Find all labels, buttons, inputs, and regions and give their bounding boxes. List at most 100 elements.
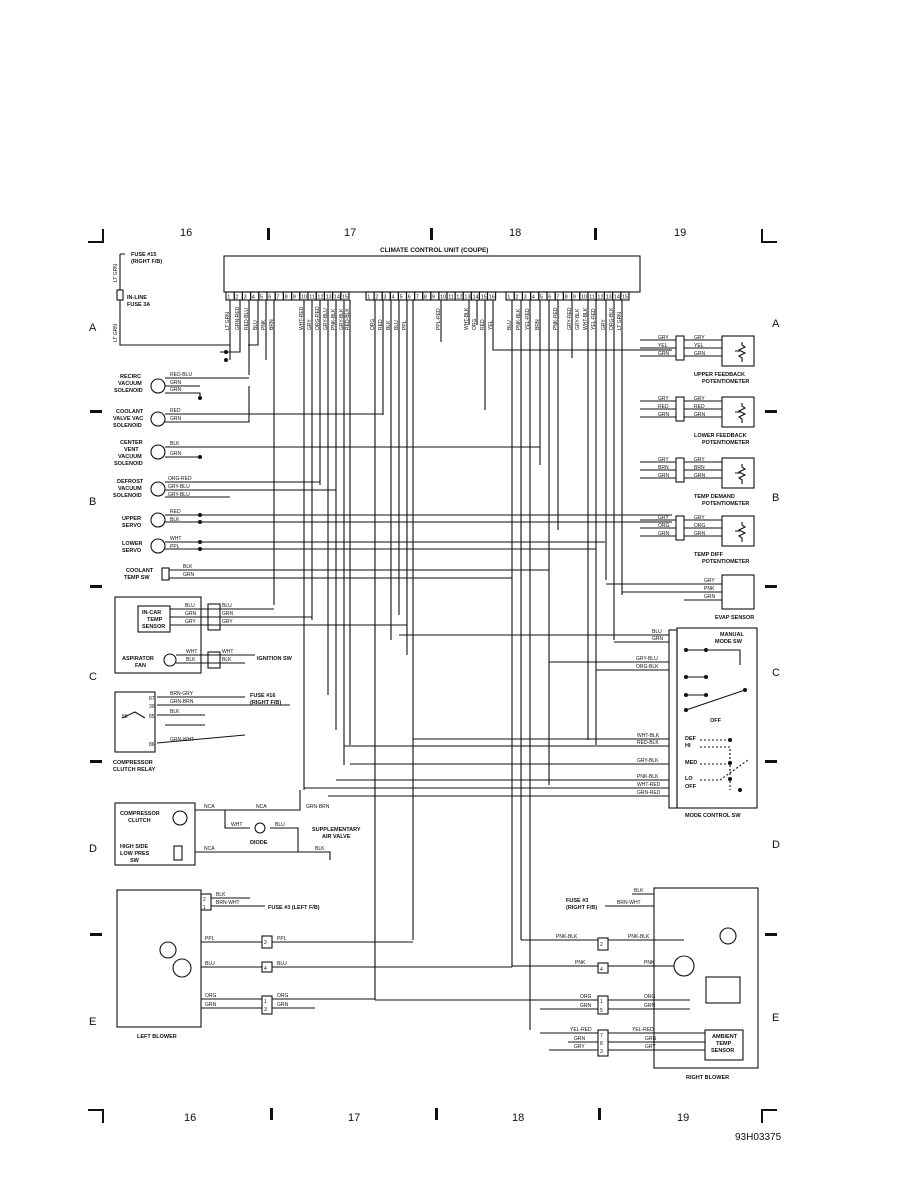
potentiometer-wire-label: RED — [694, 404, 705, 410]
svg-text:GRN: GRN — [170, 416, 182, 422]
svg-text:BRN-WHT: BRN-WHT — [216, 900, 240, 906]
coolant-valve-solenoid-icon — [150, 411, 166, 427]
compressor-clutch-relay: 55 87 30 85 86 BRN-GRY GRN-BRN BLK GRN-W… — [113, 691, 290, 773]
ccu-pin-number: 9 — [432, 295, 435, 301]
potentiometer-wire-label: GRY — [658, 335, 669, 341]
svg-text:SENSOR: SENSOR — [711, 1048, 734, 1054]
svg-text:LEFT BLOWER: LEFT BLOWER — [137, 1034, 177, 1040]
svg-text:SERVO: SERVO — [122, 548, 142, 554]
ccu-vertical-wires — [220, 300, 672, 1030]
ccu-pin-number: 15 — [622, 295, 628, 301]
ccu-pin-number: 8 — [285, 295, 288, 301]
ccu-pin-number: 1 — [507, 295, 510, 301]
resistor-icon — [735, 342, 747, 362]
resistor-icon — [735, 403, 747, 423]
col-label-top-17: 17 — [344, 227, 356, 239]
svg-text:EVAP SENSOR: EVAP SENSOR — [715, 615, 754, 621]
ccu-wire-label: PPL — [402, 320, 408, 330]
ccu-wire-label: GRY-BLK — [339, 308, 345, 330]
ccu-pin-number: 5 — [400, 295, 403, 301]
svg-text:MODE CONTROL SW: MODE CONTROL SW — [685, 813, 741, 819]
svg-text:SOLENOID: SOLENOID — [113, 423, 142, 429]
svg-text:BLK: BLK — [315, 846, 325, 852]
ccu-wire-label: BLK — [386, 320, 392, 330]
ccu-pin-number: 6 — [268, 295, 271, 301]
potentiometer-wire-label: BRN — [658, 465, 669, 471]
ccu-wire-label: WHT-RED — [299, 306, 305, 330]
ccu-pin-number: 14 — [334, 295, 340, 301]
potentiometer-wire-label: GRY — [694, 396, 705, 402]
compressor-clutch: COMPRESSOR CLUTCH HIGH SIDE LOW PRES SW … — [114, 790, 361, 866]
mode-control-switch: MANUAL MODE SW BLU GRN GRY-BLU ORG-BLK O… — [304, 627, 758, 819]
svg-text:BLK: BLK — [186, 657, 196, 663]
svg-text:IGNITION SW: IGNITION SW — [257, 656, 293, 662]
resistor-icon — [735, 522, 747, 542]
potentiometer-connector — [675, 457, 685, 483]
col-label-top-18: 18 — [509, 227, 521, 239]
svg-text:7: 7 — [600, 1033, 603, 1039]
grid-labels: 16 17 18 19 16 17 18 19 A B C D E A B C … — [89, 227, 782, 1143]
aspirator-fan-icon — [163, 653, 177, 667]
svg-text:3: 3 — [264, 1007, 267, 1013]
svg-text:VACUUM: VACUUM — [118, 454, 142, 460]
row-label-left-e: E — [89, 1016, 96, 1028]
svg-text:VENT: VENT — [124, 447, 139, 453]
ccu-pin-number: 13 — [326, 295, 332, 301]
potentiometer-wire-label: GRY — [658, 457, 669, 463]
svg-text:GRY-BLU: GRY-BLU — [168, 484, 190, 490]
svg-text:GRY: GRY — [222, 619, 233, 625]
ccu-pin-number: 10 — [440, 295, 446, 301]
svg-text:BLK: BLK — [170, 517, 180, 523]
row-label-right-a: A — [772, 318, 780, 330]
svg-text:BLU: BLU — [222, 603, 232, 609]
svg-text:BLK: BLK — [183, 564, 193, 570]
ccu-wire-label: LT GRN — [617, 312, 623, 330]
ccu-pin-number: 4 — [532, 295, 535, 301]
svg-text:FUSE #3 (LEFT F/B): FUSE #3 (LEFT F/B) — [268, 905, 320, 911]
svg-text:1: 1 — [203, 905, 206, 911]
evap-sensor: GRY PNK GRN EVAP SENSOR — [606, 574, 755, 621]
row-label-right-c: C — [772, 667, 780, 679]
svg-text:SUPPLEMENTARY: SUPPLEMENTARY — [312, 827, 361, 833]
svg-text:2: 2 — [264, 940, 267, 946]
svg-text:LOW PRES: LOW PRES — [120, 851, 150, 857]
svg-text:NCA: NCA — [204, 804, 215, 810]
svg-text:ORG: ORG — [205, 993, 217, 999]
svg-text:LO: LO — [685, 776, 693, 782]
potentiometer-name: POTENTIOMETER — [702, 440, 749, 446]
svg-text:RED-BLK: RED-BLK — [637, 740, 659, 746]
row-label-left-a: A — [89, 322, 97, 334]
svg-text:8: 8 — [600, 1041, 603, 1047]
svg-text:FUSE 3A: FUSE 3A — [127, 302, 150, 308]
svg-text:(RIGHT F/B): (RIGHT F/B) — [131, 259, 162, 265]
potentiometer-connector — [675, 335, 685, 361]
svg-text:GRN: GRN — [205, 1002, 217, 1008]
ccu-wire-label: PNK-BLK — [331, 308, 337, 330]
svg-text:GRN-BRN: GRN-BRN — [306, 804, 330, 810]
svg-text:PNK: PNK — [704, 586, 715, 592]
svg-text:SENSOR: SENSOR — [142, 624, 165, 630]
ccu-wire-label: RED-BLK — [345, 308, 351, 330]
potentiometer-wire-label: GRN — [658, 473, 670, 479]
ccu-wire-label: PNK-BLK — [516, 308, 522, 330]
svg-text:RED-BLU: RED-BLU — [170, 372, 192, 378]
ccu-wire-label: BRN — [269, 319, 275, 330]
svg-text:GRY-BLK: GRY-BLK — [637, 758, 659, 764]
svg-text:VALVE VAC: VALVE VAC — [113, 416, 143, 422]
potentiometer-name: POTENTIOMETER — [702, 379, 749, 385]
svg-text:(RIGHT F/B): (RIGHT F/B) — [566, 905, 597, 911]
left-blower-transistor-icon — [172, 958, 192, 978]
ccu-pin-number: 13 — [464, 295, 470, 301]
fuse-icon — [116, 289, 124, 301]
svg-text:ORG: ORG — [644, 994, 656, 1000]
svg-text:GRN: GRN — [183, 572, 195, 578]
ccu-pin-number: 8 — [424, 295, 427, 301]
potentiometer-name: UPPER FEEDBACK — [694, 372, 745, 378]
svg-text:4: 4 — [600, 967, 603, 973]
svg-text:GRN: GRN — [185, 611, 197, 617]
svg-text:WHT-BLK: WHT-BLK — [637, 733, 660, 739]
svg-text:BRN-WHT: BRN-WHT — [617, 900, 641, 906]
svg-text:TEMP SW: TEMP SW — [124, 575, 150, 581]
svg-text:BLK: BLK — [222, 657, 232, 663]
